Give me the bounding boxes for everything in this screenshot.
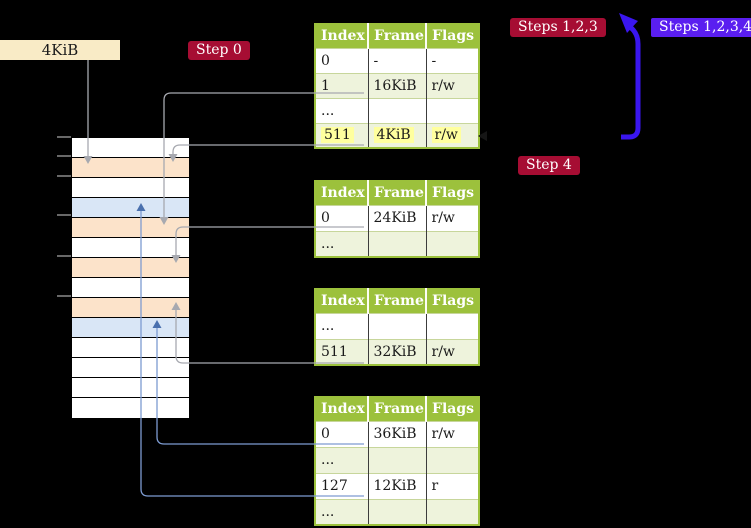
cell-frame: 4KiB <box>367 122 426 148</box>
cell-flags: r/w <box>425 338 479 365</box>
cell-flags <box>425 498 479 525</box>
memory-frame-row-7 <box>72 278 189 298</box>
cell-index: 511 <box>315 122 368 148</box>
table-row: ... <box>315 498 479 525</box>
recursive-loop-arrow <box>619 13 641 140</box>
table-row: ... <box>315 446 479 473</box>
cell-flags <box>425 97 479 123</box>
column-header-frame: Frame <box>367 289 426 313</box>
memory-frame-row-8 <box>72 298 189 318</box>
badge-steps-1-2-3: Steps 1,2,3 <box>510 18 606 37</box>
cell-flags <box>425 446 479 473</box>
cell-flags <box>425 230 479 257</box>
cell-index: 1 <box>315 72 368 98</box>
address-tick-marks <box>57 136 71 297</box>
cell-flags <box>425 312 479 339</box>
column-header-flags: Flags <box>425 24 479 48</box>
column-header-flags: Flags <box>425 289 479 313</box>
memory-frame-row-9 <box>72 318 189 338</box>
cell-frame <box>367 312 426 339</box>
badge-steps-1-2-3-4: Steps 1,2,3,4 <box>651 18 751 37</box>
badge-step-0: Step 0 <box>188 41 250 60</box>
table-row: ... <box>315 230 479 257</box>
memory-frame-row-5 <box>72 238 189 258</box>
cell-index: 0 <box>315 47 368 73</box>
cell-frame <box>367 97 426 123</box>
cell-index: ... <box>315 446 368 473</box>
table-row: ... <box>315 97 479 123</box>
cell-frame: 24KiB <box>367 204 426 231</box>
cell-index: ... <box>315 230 368 257</box>
cell-index: ... <box>315 498 368 525</box>
cell-frame: 16KiB <box>367 72 426 98</box>
cell-flags: r/w <box>425 72 479 98</box>
cell-flags: r <box>425 472 479 499</box>
cell-frame: - <box>367 47 426 73</box>
cell-flags: r/w <box>425 204 479 231</box>
cell-index: ... <box>315 312 368 339</box>
memory-frame-row-1 <box>72 158 189 178</box>
memory-frame-row-4 <box>72 218 189 238</box>
cell-frame: 12KiB <box>367 472 426 499</box>
badge-step-4: Step 4 <box>518 156 580 175</box>
column-header-frame: Frame <box>367 181 426 205</box>
frame-size-label: 4KiB <box>0 40 120 60</box>
cell-index: 127 <box>315 472 368 499</box>
cell-index: 0 <box>315 420 368 447</box>
cell-frame: 36KiB <box>367 420 426 447</box>
table-row: ... <box>315 312 479 339</box>
cell-index: ... <box>315 97 368 123</box>
cell-flags: r/w <box>425 122 479 148</box>
column-header-frame: Frame <box>367 397 426 421</box>
memory-frame-row-0 <box>72 138 189 158</box>
memory-frame-row-2 <box>72 178 189 198</box>
column-header-flags: Flags <box>425 397 479 421</box>
memory-stack <box>71 137 190 419</box>
column-header-index: Index <box>315 289 368 313</box>
column-header-index: Index <box>315 24 368 48</box>
cell-frame <box>367 498 426 525</box>
memory-frame-row-12 <box>72 378 189 398</box>
memory-frame-row-10 <box>72 338 189 358</box>
memory-frame-row-11 <box>72 358 189 378</box>
table-row: 0-- <box>315 47 479 73</box>
cell-frame <box>367 446 426 473</box>
cell-index: 511 <box>315 338 368 365</box>
memory-frame-row-6 <box>72 258 189 278</box>
memory-frame-row-3 <box>72 198 189 218</box>
cell-flags: - <box>425 47 479 73</box>
column-header-flags: Flags <box>425 181 479 205</box>
cell-flags: r/w <box>425 420 479 447</box>
cell-frame <box>367 230 426 257</box>
cell-frame: 32KiB <box>367 338 426 365</box>
cell-index: 0 <box>315 204 368 231</box>
column-header-index: Index <box>315 397 368 421</box>
column-header-index: Index <box>315 181 368 205</box>
memory-frame-row-13 <box>72 398 189 418</box>
column-header-frame: Frame <box>367 24 426 48</box>
